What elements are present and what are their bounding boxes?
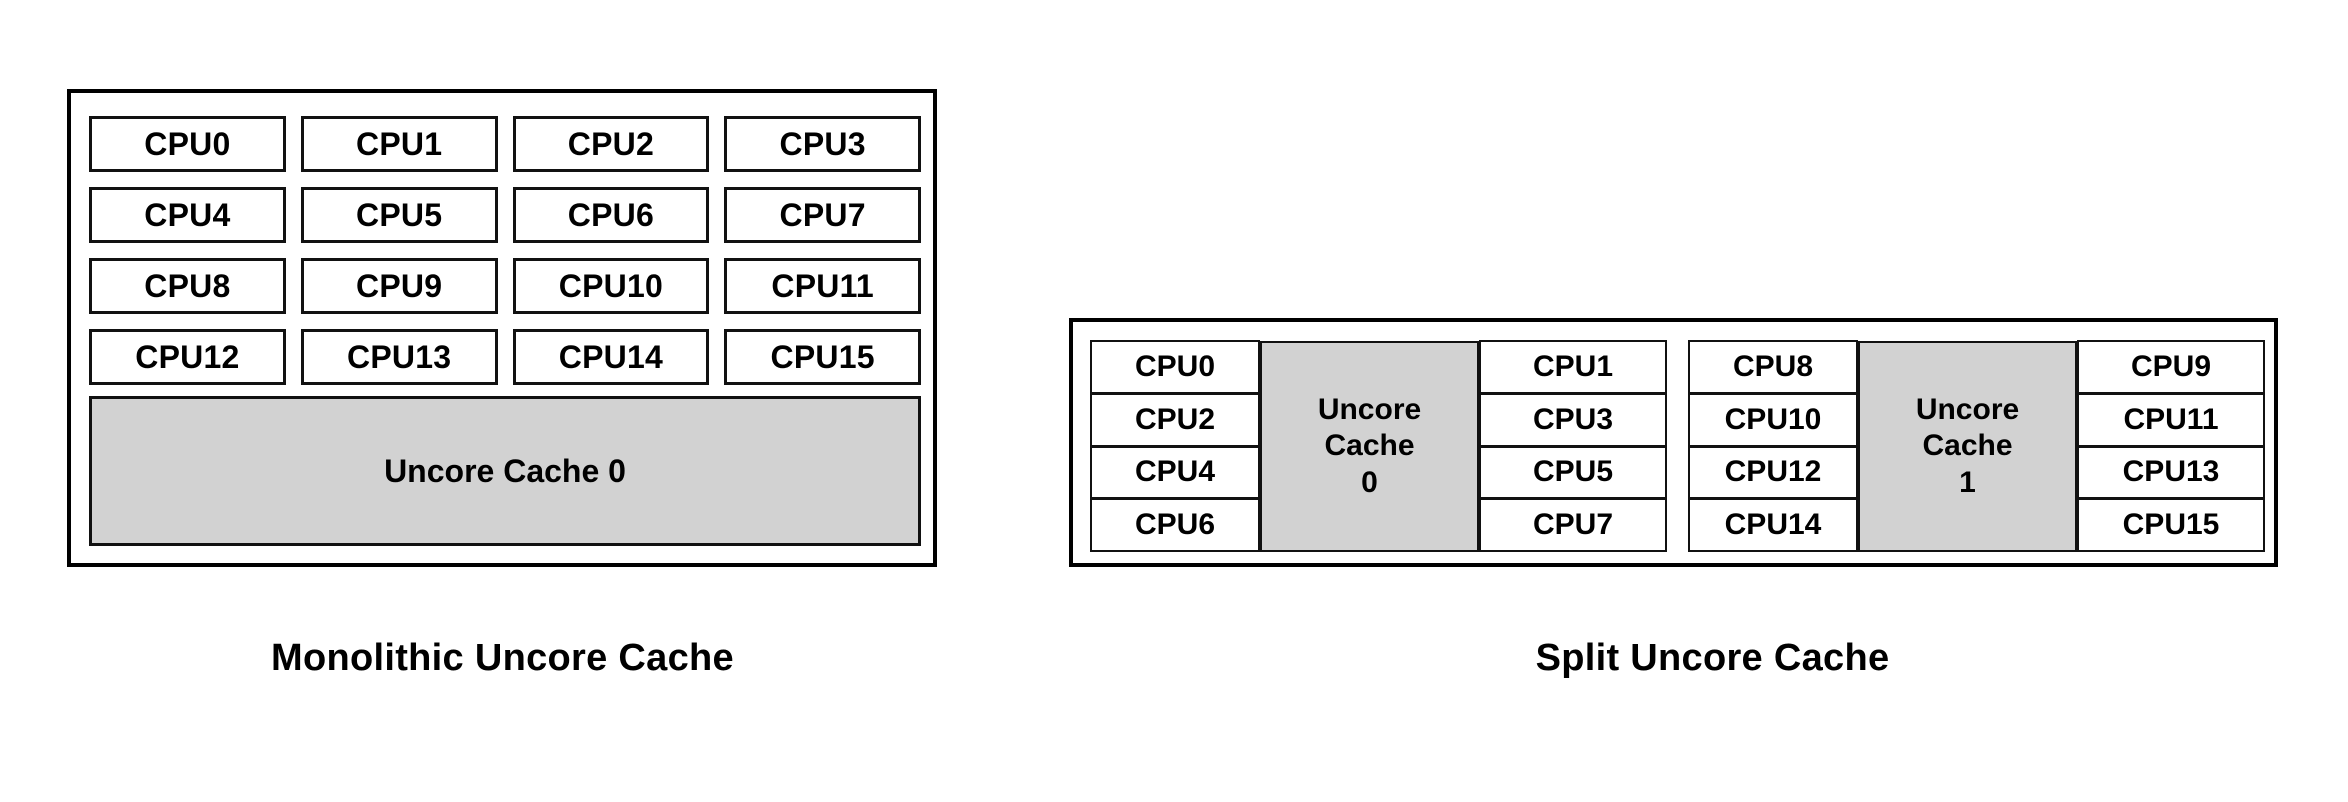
cpu-box: CPU14 <box>512 329 710 385</box>
cpu-box: CPU8 <box>1688 340 1858 394</box>
cpu-box: CPU7 <box>1479 498 1667 552</box>
uncore-cache-label-line: Cache <box>1324 429 1415 463</box>
cpu-box: CPU8 <box>89 258 286 314</box>
uncore-cache-index: 0 <box>1361 465 1378 499</box>
cpu-box: CPU12 <box>89 329 286 385</box>
cpu-box: CPU7 <box>724 187 921 243</box>
cpu-box: CPU11 <box>2077 392 2265 447</box>
split-caption: Split Uncore Cache <box>1535 637 1890 679</box>
cpu-box: CPU12 <box>1688 445 1858 500</box>
cpu-box: CPU15 <box>724 329 921 385</box>
uncore-cache-block: Uncore Cache 0 <box>89 396 921 546</box>
cpu-box: CPU13 <box>2077 445 2265 500</box>
split-cluster-1: CPU8 CPU10 CPU12 CPU14 Uncore Cache 1 CP… <box>1688 340 2265 552</box>
cpu-box: CPU6 <box>1090 498 1260 552</box>
cpu-box: CPU5 <box>1479 445 1667 500</box>
cpu-box: CPU9 <box>300 258 498 314</box>
cpu-box: CPU2 <box>512 116 710 172</box>
uncore-cache-label-line: Uncore <box>1317 392 1422 426</box>
split-cluster-0: CPU0 CPU2 CPU4 CPU6 Uncore Cache 0 CPU1 … <box>1090 340 1667 552</box>
uncore-cache-block: Uncore Cache 1 <box>1858 341 2077 552</box>
cpu-box: CPU6 <box>512 187 710 243</box>
cpu-box: CPU5 <box>300 187 498 243</box>
cpu-box: CPU11 <box>724 258 921 314</box>
cpu-box: CPU10 <box>1688 392 1858 447</box>
cpu-box: CPU9 <box>2077 340 2265 394</box>
cpu-box: CPU0 <box>89 116 286 172</box>
cpu-box: CPU15 <box>2077 498 2265 552</box>
uncore-cache-block: Uncore Cache 0 <box>1260 341 1479 552</box>
cpu-box: CPU4 <box>89 187 286 243</box>
monolithic-diagram-outer-box: CPU0 CPU1 CPU2 CPU3 CPU4 CPU5 CPU6 CPU7 … <box>67 89 937 567</box>
uncore-cache-label-line: Uncore <box>1915 392 2020 426</box>
cpu-box: CPU14 <box>1688 498 1858 552</box>
cpu-box: CPU1 <box>1479 340 1667 394</box>
uncore-cache-index: 1 <box>1959 465 1976 499</box>
cpu-box: CPU4 <box>1090 445 1260 500</box>
cpu-box: CPU3 <box>1479 392 1667 447</box>
monolithic-cpu-grid: CPU0 CPU1 CPU2 CPU3 CPU4 CPU5 CPU6 CPU7 … <box>89 116 921 385</box>
cpu-box: CPU0 <box>1090 340 1260 394</box>
cpu-box: CPU2 <box>1090 392 1260 447</box>
cpu-box: CPU3 <box>724 116 921 172</box>
split-diagram-outer-box: CPU0 CPU2 CPU4 CPU6 Uncore Cache 0 CPU1 … <box>1069 318 2278 567</box>
uncore-cache-label-line: Cache <box>1922 429 2013 463</box>
cpu-box: CPU1 <box>300 116 498 172</box>
cpu-box: CPU13 <box>300 329 498 385</box>
cpu-box: CPU10 <box>512 258 710 314</box>
monolithic-caption: Monolithic Uncore Cache <box>271 637 734 679</box>
